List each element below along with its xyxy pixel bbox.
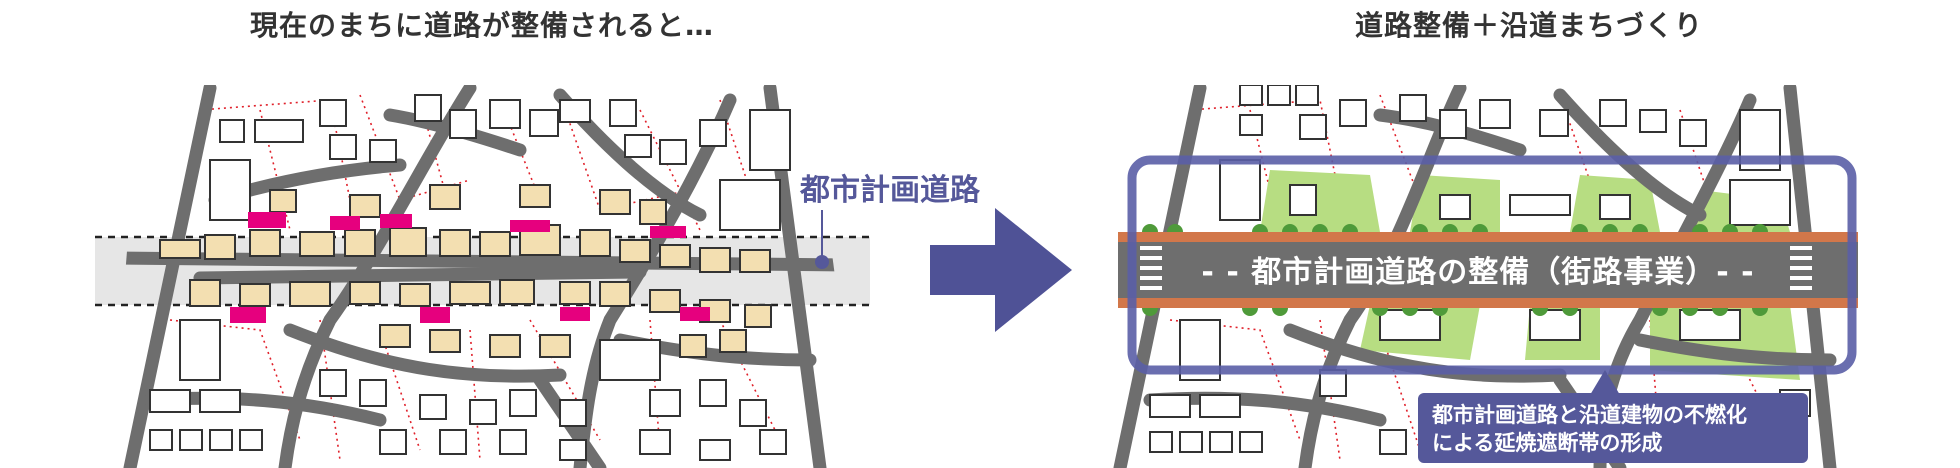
sidewalk-bottom [1118,298,1858,308]
left-buildings-white [149,94,791,461]
left-map: 都市計画道路 [95,85,981,468]
title-current-town: 現在のまちに道路が整備されると… [250,9,715,42]
callout-pointer [1590,370,1620,395]
right-map: - - 都市計画道路の整備（街路事業）- - 都市計画道路と沿道建物の不燃化 に… [1113,85,1858,468]
right-property-lines [1169,94,1781,461]
transition-arrow [930,208,1072,332]
improved-main-road [1118,242,1858,298]
callout-line-1: 都市計画道路と沿道建物の不燃化 [1431,403,1747,427]
fire-break-zone-frame [1127,155,1857,375]
title-road-and-roadside: 道路整備＋沿道まちづくり [1355,9,1704,42]
city-planning-road-label: 都市計画道路 [799,173,981,208]
city-planning-road-marker [815,255,829,269]
fire-break-callout [1418,393,1808,463]
callout-line-2: による延焼遮断帯の形成 [1432,431,1662,455]
crosswalks [1140,246,1812,290]
road-improvement-label: - - 都市計画道路の整備（街路事業）- - [1201,255,1754,290]
sidewalk-top [1118,232,1858,242]
left-town-blocks [110,85,857,468]
left-buildings-tan [159,184,772,358]
left-remnant-lots [230,212,710,323]
